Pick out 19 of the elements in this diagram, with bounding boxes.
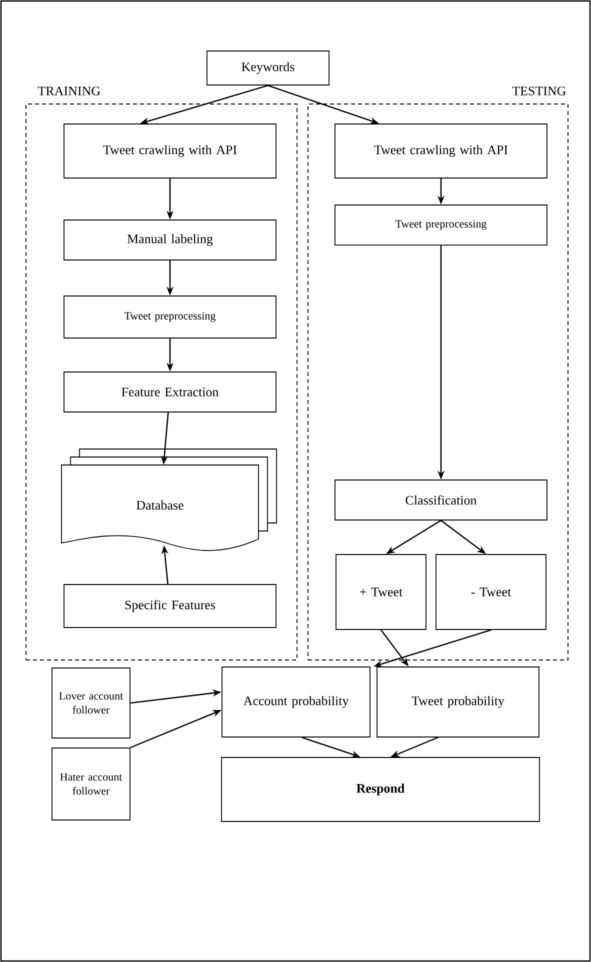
document-stack: Database	[61, 448, 277, 551]
process-box: Account probability	[222, 666, 370, 738]
node-label: TRAINING	[38, 86, 100, 96]
process-box: Tweet preprocessing	[64, 296, 276, 338]
process-box: Tweet probability	[376, 666, 540, 738]
process-box: Keywords	[206, 50, 330, 86]
process-box: Manual labeling	[64, 220, 276, 260]
process-box: Respond	[221, 757, 540, 822]
process-box: Hater account follower	[52, 748, 130, 820]
process-box: Classification	[334, 480, 548, 520]
process-box: Tweet preprocessing	[334, 204, 548, 246]
process-box: Tweet crawling with API	[334, 124, 548, 178]
process-box: + Tweet	[336, 554, 426, 630]
node-label: TESTING	[512, 86, 566, 96]
process-box: Specific Features	[64, 584, 276, 628]
process-box: - Tweet	[436, 554, 546, 630]
process-box: Lover account follower	[52, 668, 130, 738]
process-box: Feature Extraction	[64, 372, 276, 412]
process-box: Tweet crawling with API	[64, 124, 276, 178]
